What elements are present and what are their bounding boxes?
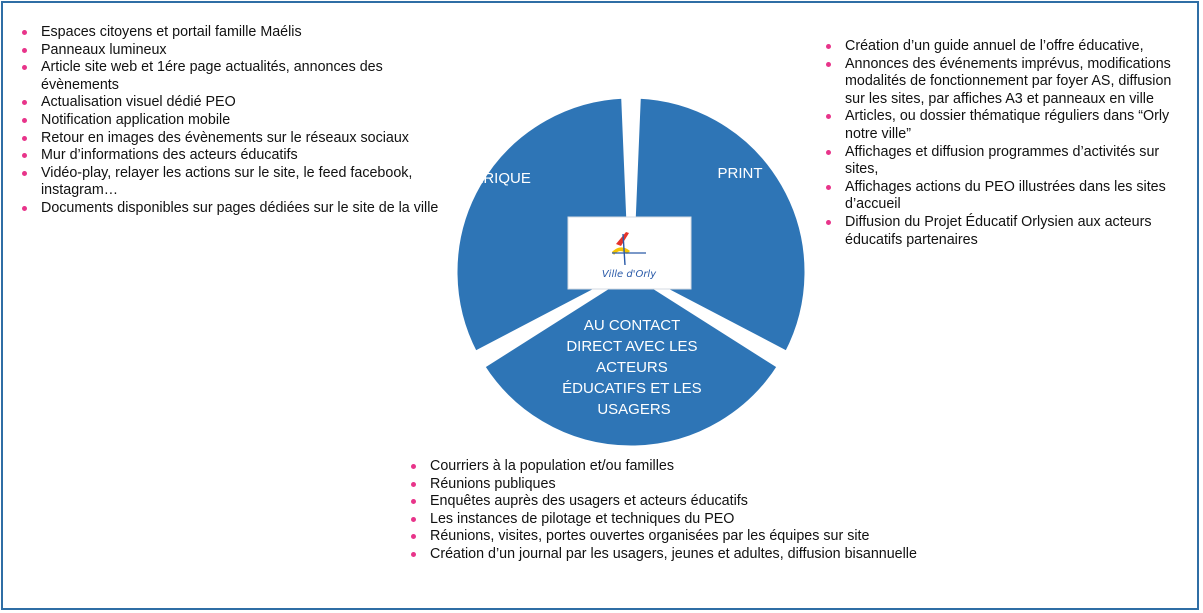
logo-badge: Ville d'Orly: [567, 216, 692, 290]
contact-list: Courriers à la population et/ou familles…: [410, 458, 970, 564]
contact-label-line: ACTEURS: [596, 359, 668, 376]
segment-label-contact: AU CONTACT DIRECT AVEC LES ACTEURS ÉDUCA…: [562, 317, 706, 418]
contact-list-item: Réunions publiques: [410, 476, 970, 494]
contact-label-line: AU CONTACT: [584, 317, 680, 334]
contact-list-item: Réunions, visites, portes ouvertes organ…: [410, 528, 970, 546]
numerique-list-item: Documents disponibles sur pages dédiées …: [21, 200, 461, 218]
print-list-item: Création d’un guide annuel de l’offre éd…: [825, 38, 1185, 56]
segment-label-numerique: NUMÉRIQUE: [439, 170, 531, 187]
segment-label-print: PRINT: [718, 165, 763, 182]
contact-label-line: ÉDUCATIFS ET LES: [562, 380, 701, 397]
numerique-list-item: Panneaux lumineux: [21, 42, 461, 60]
contact-label-line: USAGERS: [597, 401, 670, 418]
numerique-list-item: Vidéo-play, relayer les actions sur le s…: [21, 165, 461, 200]
wheel-segment-contact: [479, 269, 783, 451]
print-list-item: Affichages actions du PEO illustrées dan…: [825, 179, 1185, 214]
numerique-list-item: Actualisation visuel dédié PEO: [21, 94, 461, 112]
print-list-item: Diffusion du Projet Éducatif Orlysien au…: [825, 214, 1185, 249]
print-list-item: Annonces des événements imprévus, modifi…: [825, 56, 1185, 109]
numerique-list-item: Espaces citoyens et portail famille Maél…: [21, 24, 461, 42]
logo-text: Ville d'Orly: [602, 269, 657, 280]
contact-list-item: Création d’un journal par les usagers, j…: [410, 546, 970, 564]
orly-logo-icon: [612, 232, 646, 266]
numerique-list-item: Notification application mobile: [21, 112, 461, 130]
numerique-list-item: Article site web et 1ére page actualités…: [21, 59, 461, 94]
print-list: Création d’un guide annuel de l’offre éd…: [825, 38, 1185, 249]
contact-label-line: DIRECT AVEC LES: [566, 338, 697, 355]
numerique-list-item: Mur d’informations des acteurs éducatifs: [21, 147, 461, 165]
contact-list-item: Enquêtes auprès des usagers et acteurs é…: [410, 493, 970, 511]
numerique-list: Espaces citoyens et portail famille Maél…: [21, 24, 461, 218]
wheel-segments: [452, 93, 810, 451]
contact-list-item: Courriers à la population et/ou familles: [410, 458, 970, 476]
print-list-item: Articles, ou dossier thématique régulier…: [825, 108, 1185, 143]
print-list-item: Affichages et diffusion programmes d’act…: [825, 144, 1185, 179]
numerique-list-item: Retour en images des évènements sur le r…: [21, 130, 461, 148]
contact-list-item: Les instances de pilotage et techniques …: [410, 511, 970, 529]
